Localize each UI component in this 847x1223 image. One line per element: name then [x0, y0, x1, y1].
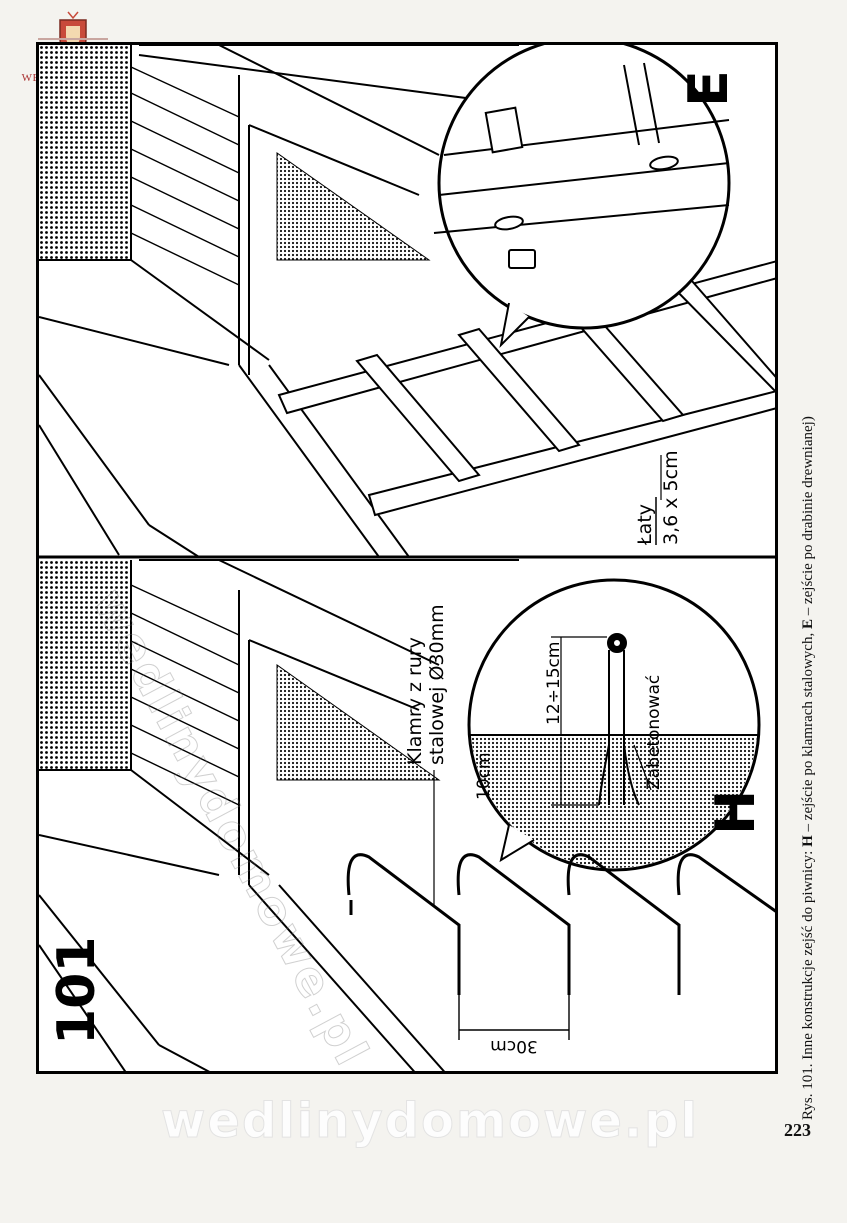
watermark-bottom: wedlinydomowe.pl [161, 1093, 699, 1150]
klamry-line2-label: stalowej Ø30mm [426, 604, 448, 765]
steel-staples [346, 853, 775, 995]
panel-e-letter: E [677, 70, 740, 107]
caption-h-text: – zejście po klamrach stalowych, [800, 632, 816, 832]
page-number: 223 [784, 1120, 811, 1140]
figure-caption: Rys. 101. Inne konstrukcje zejść do piwn… [800, 120, 817, 1120]
zabetonowac-label: Zabetonować [644, 675, 664, 790]
dim-upper-label: 12÷15cm [544, 642, 564, 725]
klamry-line1-label: Klamry z rury [404, 637, 426, 765]
dim-lower-label: 10cm [474, 752, 494, 800]
figure-frame: E Łaty 3,6 x 5cm [36, 42, 778, 1074]
caption-e-text: – zejście po drabinie drewnianej) [800, 416, 816, 616]
caption-e-letter: E [800, 619, 816, 630]
caption-h-letter: H [800, 835, 816, 847]
dim-spacing-label: 30cm [490, 1036, 538, 1056]
panel-h: 12÷15cm 10cm Zabetonować Klamry z rury s… [39, 559, 775, 1071]
laty-label: Łaty [634, 504, 656, 546]
figure-drawing: E Łaty 3,6 x 5cm [39, 45, 775, 1071]
figure-number: 101 [47, 936, 107, 1045]
caption-prefix: Rys. 101. Inne konstrukcje zejść do piwn… [800, 850, 816, 1120]
panel-e: E Łaty 3,6 x 5cm [39, 45, 775, 558]
laty-size-label: 3,6 x 5cm [660, 450, 682, 545]
panel-h-letter: H [704, 790, 767, 835]
